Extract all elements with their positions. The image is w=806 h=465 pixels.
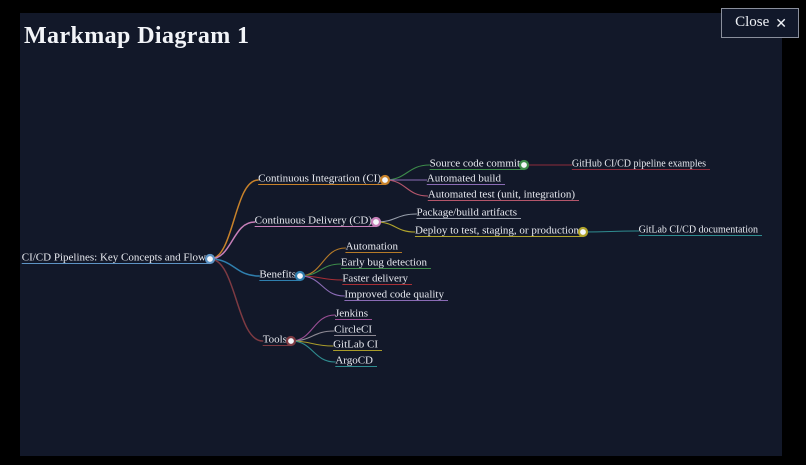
markmap-canvas[interactable]: CI/CD Pipelines: Key Concepts and Flow Co… — [20, 13, 782, 456]
markmap-link — [209, 221, 256, 260]
markmap-node-label[interactable]: Tools — [263, 334, 287, 346]
markmap-node-dot[interactable] — [204, 253, 216, 265]
markmap-node-label[interactable]: Package/build artifacts — [417, 207, 518, 219]
markmap-link — [290, 330, 335, 342]
markmap-labels-layer: CI/CD Pipelines: Key Concepts and Flow Co… — [22, 158, 758, 367]
markmap-node-label[interactable]: Continuous Integration (CI) — [258, 173, 381, 185]
markmap-node-dot[interactable] — [285, 335, 297, 347]
markmap-link — [209, 258, 264, 342]
markmap-link — [209, 258, 261, 277]
markmap-link — [209, 179, 259, 260]
markmap-node-dot[interactable] — [577, 226, 589, 238]
markmap-link — [375, 213, 418, 223]
markmap-links-layer — [209, 164, 640, 363]
markmap-node-dot[interactable] — [370, 216, 382, 228]
markmap-node-label[interactable]: Improved code quality — [344, 289, 444, 301]
page-title: Markmap Diagram 1 — [24, 23, 250, 49]
markmap-node-label[interactable]: Source code commit — [430, 158, 520, 170]
markmap-link — [299, 275, 345, 297]
markmap-node-label[interactable]: Benefits — [259, 269, 296, 281]
markmap-link — [384, 164, 431, 181]
markmap-link-label[interactable]: GitLab CI/CD documentation — [639, 225, 758, 236]
markmap-node-label[interactable]: ArgoCD — [335, 355, 373, 367]
markmap-node-label[interactable]: CircleCI — [334, 324, 372, 336]
diagram-panel — [20, 13, 782, 456]
markmap-node-label[interactable]: GitLab CI — [333, 339, 378, 351]
markmap-underlines-layer — [21, 168, 762, 368]
markmap-link — [290, 314, 336, 342]
close-button[interactable]: Close ✕ — [721, 8, 799, 38]
markmap-node-label[interactable]: Automation — [345, 241, 398, 253]
markmap-node-label[interactable]: Automated test (unit, integration) — [428, 189, 576, 201]
markmap-node-label[interactable]: Early bug detection — [341, 257, 428, 269]
markmap-node-label[interactable]: Jenkins — [335, 308, 368, 320]
markmap-link-label[interactable]: GitHub CI/CD pipeline examples — [572, 159, 706, 170]
close-icon: ✕ — [775, 14, 787, 31]
close-button-label: Close — [735, 14, 770, 30]
markmap-nodes-layer — [204, 159, 589, 347]
markmap-node-label[interactable]: Continuous Delivery (CD) — [255, 215, 373, 227]
markmap-node-dot[interactable] — [518, 159, 530, 171]
markmap-link — [384, 179, 429, 197]
markmap-link — [299, 263, 342, 277]
markmap-link — [299, 247, 346, 277]
markmap-link — [290, 340, 336, 363]
markmap-node-label[interactable]: Faster delivery — [342, 273, 408, 285]
markmap-node-label[interactable]: Deploy to test, staging, or production — [415, 225, 580, 237]
markmap-node-label[interactable]: CI/CD Pipelines: Key Concepts and Flow — [22, 252, 206, 264]
markmap-node-label[interactable]: Automated build — [427, 173, 502, 185]
markmap-node-dot[interactable] — [294, 270, 306, 282]
markmap-link — [375, 221, 416, 233]
markmap-node-dot[interactable] — [379, 174, 391, 186]
markmap-link — [582, 230, 640, 233]
